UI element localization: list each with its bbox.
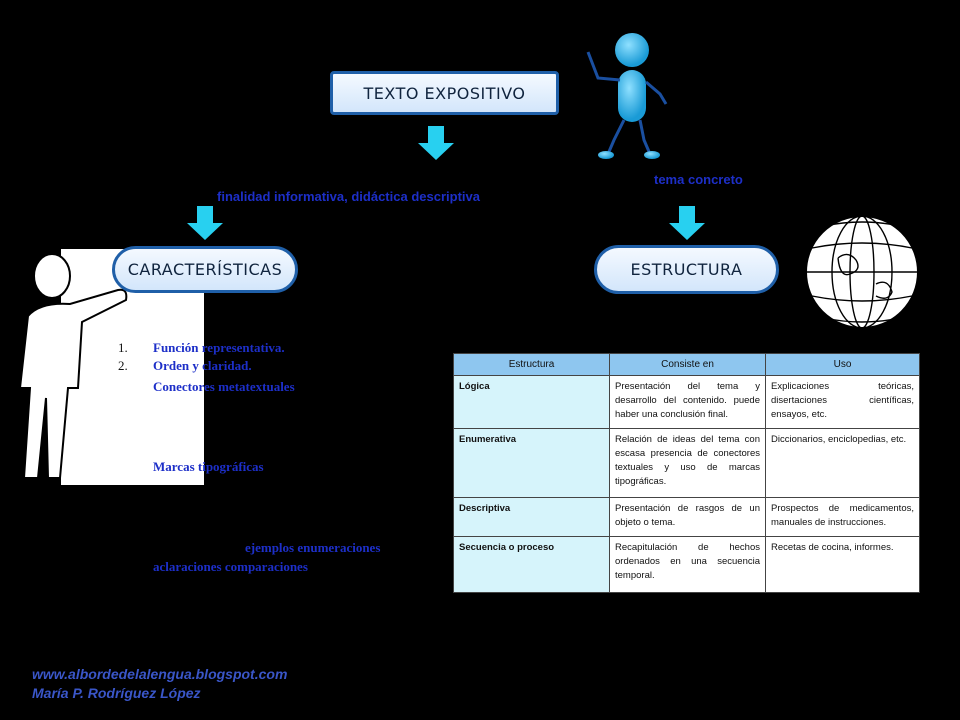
structure-cell: Secuencia o proceso	[453, 536, 610, 593]
node-texto-expositivo: TEXTO EXPOSITIVO	[330, 71, 559, 115]
structure-cell: Lógica	[453, 375, 610, 429]
arrow-down-icon	[187, 206, 223, 240]
table-header-row: Estructura Consiste en Uso	[453, 353, 920, 376]
usage-cell: Prospectos de medicamentos, manuales de …	[765, 497, 920, 537]
table-row: Enumerativa Relación de ideas del tema c…	[453, 428, 920, 498]
usage-cell: Diccionarios, enciclopedias, etc.	[765, 428, 920, 498]
structure-cell: Descriptiva	[453, 497, 610, 537]
arrow-down-icon	[418, 126, 454, 160]
usage-cell: Explicaciones teóricas, disertaciones ci…	[765, 375, 920, 429]
table-row: Lógica Presentación del tema y desarroll…	[453, 375, 920, 429]
list-number: 2.	[118, 358, 128, 373]
description-cell: Relación de ideas del tema con escasa pr…	[609, 428, 766, 498]
footer-url: www.albordedelalengua.blogspot.com	[32, 666, 288, 682]
globe-illustration	[805, 191, 927, 329]
description-cell: Presentación de rasgos de un objeto o te…	[609, 497, 766, 537]
footer-author: María P. Rodríguez López	[32, 685, 201, 701]
node-caracteristicas: CARACTERÍSTICAS	[112, 246, 298, 293]
blue-figure-illustration	[586, 33, 668, 159]
characteristic-item: Función representativa.	[153, 340, 285, 355]
description-cell: Presentación del tema y desarrollo del c…	[609, 375, 766, 429]
purpose-label: finalidad informativa, didáctica descrip…	[217, 189, 480, 204]
table-row: Secuencia o proceso Recapitulación de he…	[453, 536, 920, 593]
column-header: Consiste en	[609, 353, 766, 376]
characteristic-item: ejemplos enumeraciones	[245, 540, 381, 555]
characteristic-item: Conectores metatextuales	[153, 379, 295, 394]
column-header: Uso	[765, 353, 920, 376]
node-estructura: ESTRUCTURA	[594, 245, 779, 294]
usage-cell: Recetas de cocina, informes.	[765, 536, 920, 593]
structure-table: Estructura Consiste en Uso Lógica Presen…	[453, 353, 920, 593]
characteristic-item: aclaraciones comparaciones	[153, 559, 308, 574]
column-header: Estructura	[453, 353, 610, 376]
arrow-down-icon	[669, 206, 705, 240]
characteristic-item: Orden y claridad.	[153, 358, 252, 373]
characteristic-item: Marcas tipográficas	[153, 459, 264, 474]
list-number: 1.	[118, 340, 128, 355]
description-cell: Recapitulación de hechos ordenados en un…	[609, 536, 766, 593]
table-row: Descriptiva Presentación de rasgos de un…	[453, 497, 920, 537]
structure-cell: Enumerativa	[453, 428, 610, 498]
topic-label: tema concreto	[654, 172, 743, 187]
